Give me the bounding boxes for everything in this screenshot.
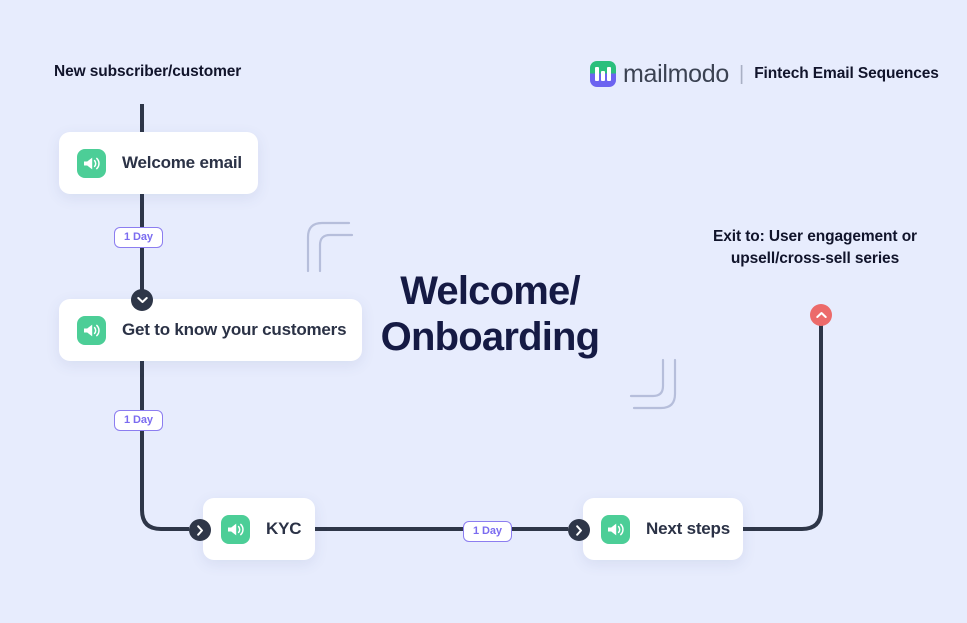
exit-label: Exit to: User engagement or upsell/cross… xyxy=(699,226,931,270)
chevron-down-icon[interactable] xyxy=(131,289,153,311)
flow-card-get-to-know-your-customers[interactable]: Get to know your customers xyxy=(59,299,362,361)
delay-badge[interactable]: 1 Day xyxy=(114,410,163,431)
brand-subtitle: Fintech Email Sequences xyxy=(754,65,939,82)
delay-badge[interactable]: 1 Day xyxy=(114,227,163,248)
mailmodo-logo-icon xyxy=(590,61,616,87)
megaphone-icon xyxy=(77,148,106,178)
start-label: New subscriber/customer xyxy=(54,63,242,80)
page-title-line-1: Welcome/ xyxy=(400,269,580,313)
megaphone-icon xyxy=(221,514,250,544)
decor-corner-top-left xyxy=(306,221,354,273)
chevron-right-icon[interactable] xyxy=(189,519,211,541)
brand-separator: | xyxy=(738,62,745,85)
flow-card-title: KYC xyxy=(266,519,302,538)
megaphone-icon xyxy=(601,514,630,544)
brand-header: mailmodo | Fintech Email Sequences xyxy=(590,60,939,88)
wire-getto-to-kyc xyxy=(140,361,189,531)
flow-card-welcome-email[interactable]: Welcome email xyxy=(59,132,258,194)
page-title-line-2: Onboarding xyxy=(380,315,600,359)
flow-card-title: Get to know your customers xyxy=(122,320,347,339)
flow-card-kyc[interactable]: KYC xyxy=(203,498,315,560)
exit-label-text: Exit to: User engagement or upsell/cross… xyxy=(712,228,917,267)
wire-next-to-exit xyxy=(743,315,823,531)
chevron-up-icon[interactable] xyxy=(810,304,832,326)
flow-card-next-steps[interactable]: Next steps xyxy=(583,498,743,560)
chevron-right-icon[interactable] xyxy=(568,519,590,541)
flow-card-title: Next steps xyxy=(646,519,730,538)
page-title: Welcome/ Onboarding xyxy=(340,268,640,360)
flow-card-title: Welcome email xyxy=(122,153,242,172)
delay-badge[interactable]: 1 Day xyxy=(463,521,512,542)
megaphone-icon xyxy=(77,315,106,345)
brand-name: mailmodo xyxy=(623,59,729,88)
decor-corner-bottom-right xyxy=(629,358,677,410)
